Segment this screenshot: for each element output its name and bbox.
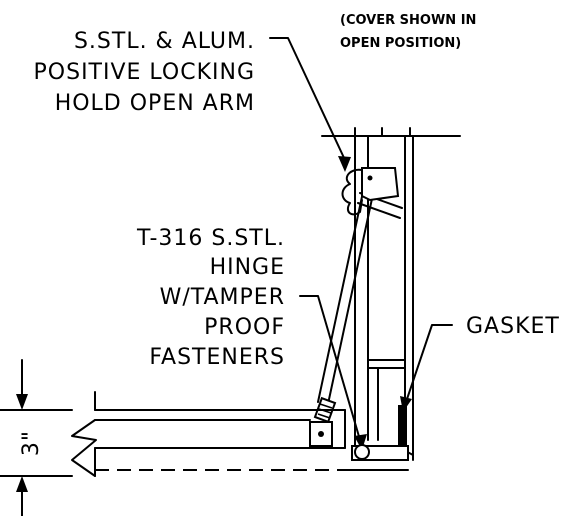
hinge-leader-line [299,295,361,441]
locking-bracket [361,167,400,202]
lower-bracket-bolt [318,431,324,437]
hold-open-arm-inner [327,193,374,405]
hinge-label-line4: PROOF [204,315,285,340]
arm-label-line3: HOLD OPEN ARM [55,91,255,116]
fitting-thread-1 [319,403,333,409]
cover-note-line2: OPEN POSITION) [340,36,461,51]
arm-leader-line [269,37,346,161]
dimension-label: 3" [19,430,44,456]
fitting-thread-3 [317,413,331,419]
arm-crossbar-bottom [357,202,401,219]
gasket [398,405,407,447]
hinge-leader-arrow [354,434,367,450]
hinge-label-line3: W/TAMPER [160,285,285,310]
dim-arrow-bottom-head [16,476,28,492]
hold-open-arm-outer [317,191,364,403]
arm-label-line2: POSITIVE LOCKING [34,60,255,85]
hinge-knuckle [354,444,370,460]
arm-label-line1: S.STL. & ALUM. [74,29,255,54]
break-line [71,419,97,477]
locking-hook [341,168,363,216]
hinge-label-line1: T-316 S.STL. [136,226,285,251]
dim-arrow-top-head [16,394,28,410]
gasket-label: GASKET [466,314,560,339]
cover-note-line1: (COVER SHOWN IN [340,13,476,28]
hinge-label-line2: HINGE [210,255,285,280]
hinge-label-line5: FASTENERS [149,345,285,370]
gasket-leader-line [405,324,453,403]
bracket-bolt [367,175,373,181]
arm-leader-arrow [338,156,351,172]
